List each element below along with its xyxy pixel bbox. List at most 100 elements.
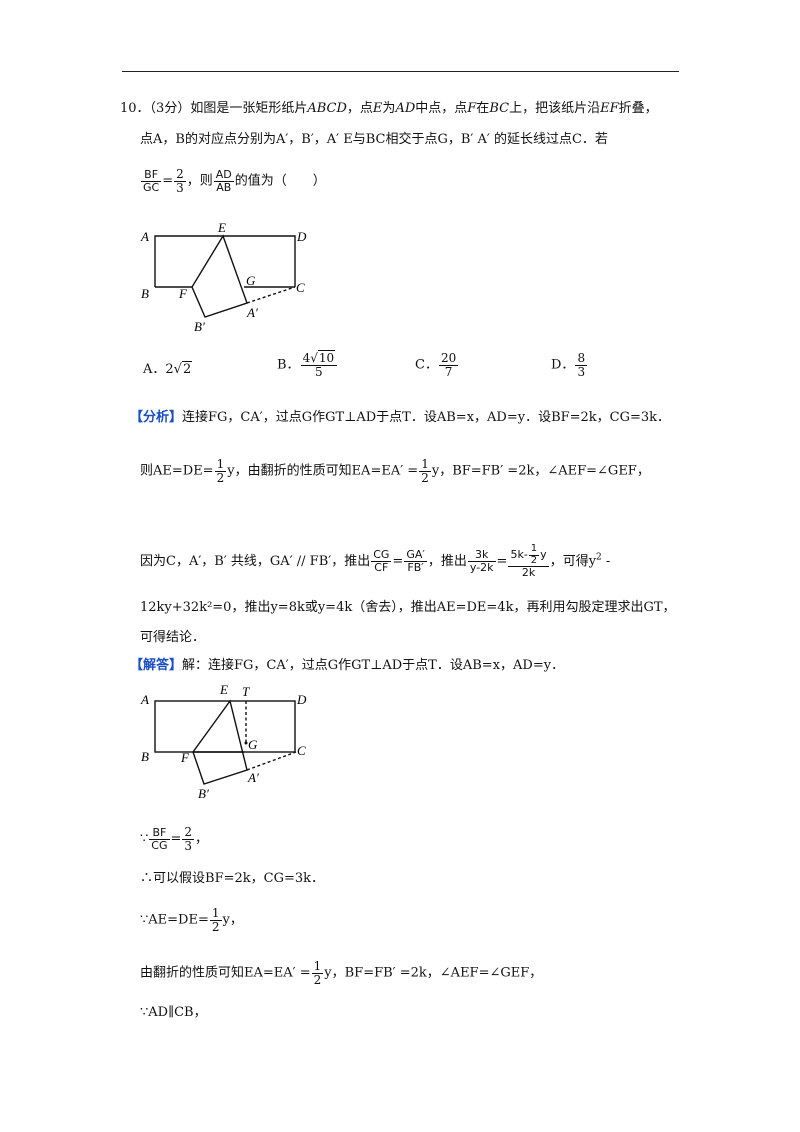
text: y <box>540 548 547 561</box>
therefore-icon: ∴ <box>140 871 154 886</box>
label-e: E <box>217 220 226 235</box>
text: 在 <box>476 101 490 116</box>
header-rule <box>122 71 679 72</box>
text: AD <box>395 101 416 116</box>
figure-1: A B C D E F G A′ B′ <box>140 220 307 334</box>
text: y，由翻折的性质可知EA=EA′ = <box>227 463 419 479</box>
text: 1 <box>528 543 540 556</box>
text: 连接FG，CA′，过点G作GT⊥AD于点T．设AB=x，AD=y．设BF=2k，… <box>182 410 671 425</box>
fraction-ga-fb: GA′FB′ <box>404 549 427 573</box>
text: 2 <box>530 554 538 566</box>
label-a: A <box>140 229 149 244</box>
text: CG <box>371 548 392 562</box>
sqrt-icon: √10 <box>310 350 336 365</box>
text: 1 <box>419 457 431 472</box>
step-5: ∵AD∥CB， <box>140 1003 207 1023</box>
text: ， <box>195 831 209 847</box>
answer-tag: 【解答】 <box>130 658 183 673</box>
text: 2 <box>313 972 322 987</box>
analysis-line-5: 可得结论． <box>140 630 206 645</box>
text: 解：连接FG，CA′，过点G作GT⊥AD于点T．设AB=x，AD=y． <box>182 658 565 673</box>
text: 2 <box>181 361 193 377</box>
text: y，BF=FB′ =2k，∠AEF=∠GEF， <box>324 965 543 981</box>
text: 10 <box>317 350 336 365</box>
text: 2 <box>174 167 186 182</box>
text: BF <box>149 827 170 840</box>
question-line-1: 10．（3分）如图是一张矩形纸片ABCD，点E为AD中点，点F在BC上，把该纸片… <box>120 99 658 119</box>
question-line-2: 点A，B的对应点分别为A′，B′，A′ E与BC相交于点G，B′ A′ 的延长线… <box>140 132 608 147</box>
text: 2 <box>211 919 220 934</box>
text: 3 <box>184 838 193 853</box>
text: 3k <box>467 549 496 562</box>
text: CF <box>374 560 389 574</box>
text: ，推出 <box>427 553 467 569</box>
text: BF <box>141 169 162 182</box>
text: AB <box>216 180 232 194</box>
label-f: F <box>178 286 188 301</box>
text: 5k- <box>510 548 528 561</box>
text: ，点 <box>346 101 373 116</box>
label-b-prime: B′ <box>194 319 205 334</box>
text: - <box>601 553 611 569</box>
text: 20 <box>438 351 459 366</box>
text: 2k <box>521 566 536 579</box>
text: 8 <box>575 351 588 366</box>
text: 1 <box>209 906 222 921</box>
label-b: B <box>141 749 149 764</box>
choice-label: C． <box>415 357 438 373</box>
label-d: D <box>296 692 307 707</box>
because-icon: ∵ <box>140 831 149 847</box>
text: 2 <box>182 825 195 840</box>
choice-label: B． <box>277 357 300 373</box>
text: 2 <box>165 362 174 377</box>
label-f: F <box>180 750 190 765</box>
question-score: （3分） <box>149 101 191 116</box>
text: ，可得y <box>549 553 597 569</box>
analysis-tag: 【分析】 <box>130 410 183 425</box>
text: AD∥CB， <box>148 1005 207 1020</box>
text: AD <box>213 168 234 182</box>
text: 2 <box>596 552 602 563</box>
text: 因为C，A′，B′ 共线，GA′ // FB′，推出 <box>140 553 371 569</box>
label-c: C <box>296 280 305 295</box>
analysis-line-4: 12ky+32k²=0，推出y=8k或y=4k（舍去），推出AE=DE=4k，再… <box>140 600 676 615</box>
text: 1 <box>311 959 324 974</box>
choice-a[interactable]: A．2√2 <box>143 358 193 377</box>
because-icon: ∵ <box>140 1005 149 1020</box>
text: y-2k <box>469 560 494 574</box>
text: BC <box>489 101 510 116</box>
text: 2 <box>421 470 429 485</box>
text: 4 <box>302 351 311 365</box>
label-b: B <box>141 286 149 301</box>
analysis-line-1: 【分析】连接FG，CA′，过点G作GT⊥AD于点T．设AB=x，AD=y．设BF… <box>130 408 670 428</box>
text: 由翻折的性质可知EA=EA′ = <box>140 965 311 981</box>
text: 1 <box>214 457 227 472</box>
choice-label: A． <box>143 362 166 377</box>
label-c: C <box>297 743 306 758</box>
text: 可以假设BF=2k，CG=3k． <box>153 871 325 886</box>
text: 则AE=DE= <box>140 463 214 479</box>
text: EF <box>600 101 619 116</box>
text: 上，把该纸片沿 <box>509 101 601 116</box>
text: ABCD <box>307 101 347 116</box>
choice-label: D． <box>551 357 575 373</box>
text: 如图是一张矩形纸片 <box>190 101 308 116</box>
text: 7 <box>444 364 453 379</box>
text: CG <box>151 838 168 852</box>
